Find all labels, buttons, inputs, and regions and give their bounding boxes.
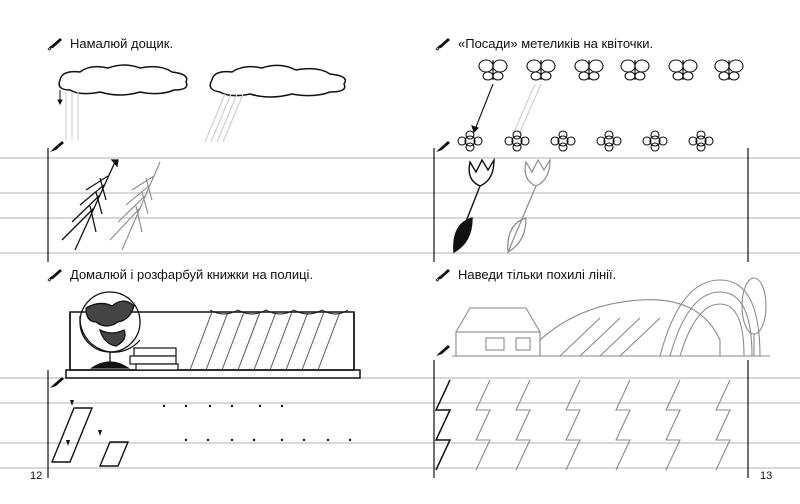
task-rain: Намалюй дощик. (46, 36, 173, 51)
task-slanted: Наведи тільки похилі лінії. (434, 267, 616, 282)
butterfly (714, 59, 744, 81)
pencil-icon (435, 268, 450, 282)
page-number-right: 13 (760, 470, 773, 482)
task-slanted-text: Наведи тільки похилі лінії. (458, 267, 617, 282)
task-butterflies-text: «Посади» метеликів на квіточки. (458, 36, 654, 51)
butterfly-paths (471, 83, 542, 134)
task-butterflies: «Посади» метеликів на квіточки. (434, 36, 653, 51)
pencil-icon (436, 141, 450, 152)
butterfly (574, 59, 604, 81)
flower (550, 130, 576, 152)
zigzag-sample (434, 379, 452, 471)
parallelogram-sample (50, 407, 130, 467)
start-arrows (66, 400, 102, 446)
pencil-icon (50, 377, 64, 388)
flower (457, 130, 483, 152)
books-trace (189, 309, 349, 371)
cloud-2 (209, 64, 347, 98)
rain-guide-2 (204, 93, 244, 143)
globe (79, 291, 141, 369)
landscape (452, 277, 770, 357)
tree-sample (61, 159, 119, 251)
butterfly (668, 59, 698, 81)
book-stack (129, 347, 179, 371)
line-start-pencils (50, 141, 450, 388)
pencil-icon (436, 345, 450, 356)
margin-lines (47, 148, 749, 478)
butterflies-row (478, 59, 744, 81)
task-rain-text: Намалюй дощик. (70, 36, 174, 51)
butterfly (526, 59, 556, 81)
pencil-icon (50, 141, 64, 152)
writing-lines (0, 157, 800, 469)
flower (504, 130, 530, 152)
dot-guides (162, 404, 352, 442)
pencil-icon (47, 37, 62, 51)
pencil-icon (47, 268, 62, 282)
zigzag-trace (475, 379, 731, 471)
flower (688, 130, 714, 152)
tulip-sample (453, 157, 495, 254)
butterfly (478, 59, 508, 81)
task-books: Домалюй і розфарбуй книжки на полиці. (46, 267, 313, 282)
flowers-row (457, 130, 714, 152)
flower (642, 130, 668, 152)
cloud-1 (58, 64, 188, 96)
pencil-icon (435, 37, 450, 51)
rain-sample (57, 90, 63, 106)
page-number-left: 12 (30, 470, 43, 482)
tulip-trace (507, 157, 551, 253)
rain-guide-1 (65, 92, 79, 140)
tree-trace (109, 161, 161, 251)
butterfly (620, 59, 650, 81)
task-books-text: Домалюй і розфарбуй книжки на полиці. (70, 267, 314, 282)
flower (596, 130, 622, 152)
